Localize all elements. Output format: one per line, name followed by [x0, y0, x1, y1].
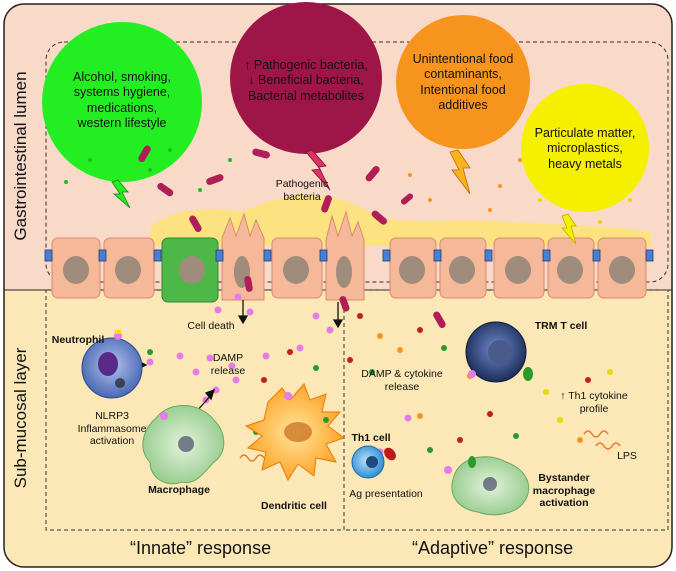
- epithelial-cell: [439, 237, 487, 299]
- particulate-factor-text: Particulate matter,microplastics, heavy …: [534, 126, 636, 171]
- lumen-dashed-box: [45, 41, 669, 283]
- neutrophil-label: Neutrophil: [51, 334, 105, 346]
- outer-frame: [3, 3, 673, 568]
- epithelial-cell: [103, 237, 155, 299]
- microbial-factor-text: ↑ Pathogenic bacteria,↓ Beneficial bacte…: [244, 58, 368, 103]
- pathogenic-bacteria: [138, 145, 446, 329]
- tight-junctions: [44, 249, 654, 262]
- adaptive-response-label: “Adaptive” response: [412, 538, 574, 558]
- epithelial-cell: [547, 237, 595, 299]
- lumen-side-label: Gastrointestinal lumen: [11, 71, 30, 241]
- epithelial-cell: [271, 237, 323, 299]
- food-factor-circle: [396, 15, 530, 149]
- epithelial-cell-dying: [325, 210, 365, 301]
- trm-t-cell-label: TRM T cell: [534, 320, 588, 332]
- lightning-icon: [111, 179, 131, 209]
- epithelial-cell: [51, 237, 101, 299]
- ag-presentation-label: Ag presentation: [349, 488, 423, 500]
- particles: [64, 148, 632, 224]
- epithelial-cell-dying: [221, 212, 265, 301]
- epithelium: [51, 210, 647, 303]
- epithelial-cell: [389, 237, 437, 299]
- lifestyle-factor-circle: [42, 22, 202, 182]
- cell-death-label: Cell death: [187, 320, 235, 332]
- dendritic-cell-label: Dendritic cell: [261, 500, 327, 512]
- mucus-layer: [150, 194, 652, 246]
- macrophage-label: Macrophage: [148, 484, 210, 496]
- epithelial-cell-damaged: [161, 237, 219, 303]
- lifestyle-factor-text: Alcohol, smoking,systems hygiene, medica…: [73, 70, 171, 130]
- lps-squiggles: [239, 430, 621, 462]
- particulate-factor-circle: [521, 84, 649, 212]
- epithelial-cell: [493, 237, 545, 299]
- epithelial-cell: [597, 237, 647, 299]
- lightning-icon: [449, 149, 471, 195]
- microbial-factor-circle: [230, 2, 382, 154]
- innate-response-label: “Innate” response: [130, 538, 272, 558]
- lightning-icon: [305, 149, 331, 191]
- submucosa-side-label: Sub-mucosal layer: [11, 347, 30, 489]
- lps-label: LPS: [617, 450, 637, 462]
- th1-cell-label: Th1 cell: [351, 432, 391, 444]
- lightning-icon: [561, 213, 577, 245]
- damp-molecules: [146, 293, 462, 480]
